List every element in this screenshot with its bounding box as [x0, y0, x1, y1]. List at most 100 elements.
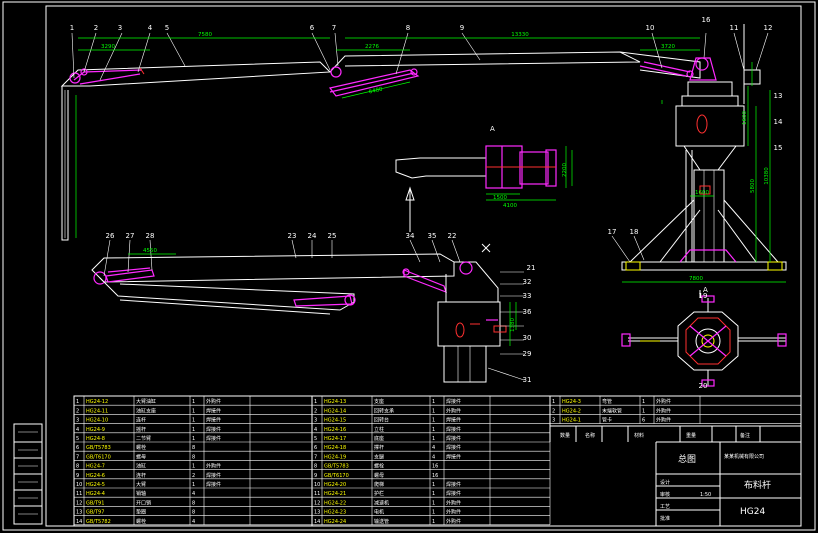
tb-process: 工艺: [660, 504, 670, 510]
bom-left-r12-c3: 8: [192, 510, 195, 516]
bom-left-r8-c3: 2: [192, 473, 195, 479]
extended-boom-view: [60, 32, 769, 241]
bom-left-r4-c1: HG24-8: [86, 436, 105, 442]
bom-right-r0-c2: 弯管: [602, 398, 612, 405]
bom-left-r10-c0: 11: [76, 491, 82, 497]
bom-left-r10-c3: 4: [192, 491, 195, 497]
balloon-36: 36: [523, 308, 532, 316]
bom-left-r4-c4: 焊接件: [206, 435, 221, 442]
bom-left-r11-c3: 8: [192, 500, 195, 506]
bom-left-r13-c2: 螺栓: [136, 518, 146, 525]
bom-mid-r9-c4: 焊接件: [446, 481, 461, 488]
dim-d4100: 4100: [503, 203, 517, 209]
bom-left-r9-c3: 1: [192, 482, 195, 488]
bom-left-r10-c1: HG24-4: [86, 491, 105, 497]
bom-left-r13-c0: 14: [76, 519, 82, 525]
bom-left-r3-c1: HG24-9: [86, 427, 105, 433]
balloon-25: 25: [328, 232, 337, 240]
dim-d1500: 1500: [493, 195, 507, 201]
bom-mid-r13-c0: 14: [314, 519, 320, 525]
side-strip: [13, 423, 43, 525]
bom-mid-r11-c4: 外购件: [446, 499, 461, 506]
balloon-31: 31: [523, 376, 532, 384]
bom-mid-r13-c2: 输送管: [374, 518, 389, 525]
column-front-view: [611, 24, 787, 298]
balloon-34: 34: [406, 232, 415, 240]
bom-mid-r7-c3: 16: [432, 464, 438, 470]
balloon-17: 17: [608, 228, 617, 236]
bom-left-r8-c1: HG24-6: [86, 473, 105, 479]
bom-mid-r10-c0: 11: [314, 491, 320, 497]
bom-mid-r3-c1: HG24-16: [324, 427, 346, 433]
bom-mid-r9-c0: 10: [314, 482, 320, 488]
bom-left-r5-c2: 螺栓: [136, 444, 146, 451]
view-label: A: [703, 286, 708, 294]
bom-mid-r12-c0: 13: [314, 510, 320, 516]
bom-left-r6-c2: 螺母: [136, 453, 146, 460]
bom-mid-r1-c0: 2: [314, 408, 317, 414]
bom-right-r2-c4: 外购件: [656, 417, 671, 424]
bom-left-r0-c2: 大臂油缸: [136, 398, 156, 405]
bom-mid-r12-c2: 电机: [374, 509, 384, 516]
bom-left-r3-c3: 1: [192, 427, 195, 433]
balloon-24: 24: [308, 232, 317, 240]
bom-left-r6-c1: GB/T6170: [86, 454, 111, 460]
bom-mid-r11-c3: 1: [432, 500, 435, 506]
balloon-7: 7: [332, 24, 336, 32]
balloon-13: 13: [774, 92, 783, 100]
base-plan-view: [621, 295, 787, 387]
bom-left-r9-c1: HG24-5: [86, 482, 105, 488]
bom-mid-r1-c1: HG24-14: [324, 408, 346, 414]
bom-left-r0-c3: 1: [192, 399, 195, 405]
bom-left-r9-c2: 大臂: [136, 481, 146, 488]
tb-weight-header: 重量: [686, 432, 696, 439]
bom-left-r7-c4: 外购件: [206, 463, 221, 470]
bom-mid-r9-c2: 爬梯: [374, 481, 384, 488]
bom-mid-r3-c3: 1: [432, 427, 435, 433]
bom-mid-r10-c2: 护栏: [374, 490, 384, 497]
bom-left-r3-c4: 焊接件: [206, 426, 221, 433]
bom-left-r9-c4: 焊接件: [206, 481, 221, 488]
balloon-19: 19: [699, 292, 708, 300]
bom-mid-r10-c3: 1: [432, 491, 435, 497]
tb-design: 设计: [660, 479, 670, 486]
tb-company: 某某机械有限公司: [724, 453, 764, 460]
bom-mid-r1-c4: 外购件: [446, 407, 461, 414]
bom-left-r5-c0: 6: [76, 445, 79, 451]
bom-left-r2-c4: 焊接件: [206, 417, 221, 424]
bom-grid-lines: [73, 396, 802, 526]
bom-right-r2-c3: 6: [642, 418, 645, 424]
bom-right-r1-c3: 1: [642, 408, 645, 414]
bom-mid-r11-c2: 减速机: [374, 499, 389, 506]
bom-right-r0-c3: 1: [642, 399, 645, 405]
dim-d2276: 2276: [365, 44, 379, 50]
bom-right-r2-c0: 3: [552, 418, 555, 424]
balloon-28: 28: [146, 232, 155, 240]
bom-left-r12-c1: GB/T97: [86, 510, 104, 516]
bom-mid-r8-c3: 16: [432, 473, 438, 479]
balloon-12: 12: [764, 24, 773, 32]
bom-right-r1-c0: 2: [552, 408, 555, 414]
bom-mid-r6-c0: 7: [314, 454, 317, 460]
bom-mid-r2-c0: 3: [314, 418, 317, 424]
balloon-32: 32: [523, 278, 532, 286]
tb-drawing-name: 布料杆: [744, 479, 771, 491]
bom-mid-r12-c1: HG24-23: [324, 510, 346, 516]
bom-right-r1-c1: HG24-2: [562, 408, 581, 414]
bom-left-r3-c2: 摇杆: [136, 426, 146, 433]
bom-mid-r4-c0: 5: [314, 436, 317, 442]
balloon-20: 20: [699, 382, 708, 390]
bom-left-r7-c0: 8: [76, 464, 79, 470]
bom-left-r0-c0: 1: [76, 399, 79, 405]
bom-left-r13-c1: GB/T5782: [86, 519, 111, 525]
bom-mid-r9-c1: HG24-20: [324, 482, 346, 488]
balloon-18: 18: [630, 228, 639, 236]
bom-left-r2-c1: HG24-10: [86, 418, 108, 424]
balloon-29: 29: [523, 350, 532, 358]
bom-left-r7-c3: 1: [192, 464, 195, 470]
